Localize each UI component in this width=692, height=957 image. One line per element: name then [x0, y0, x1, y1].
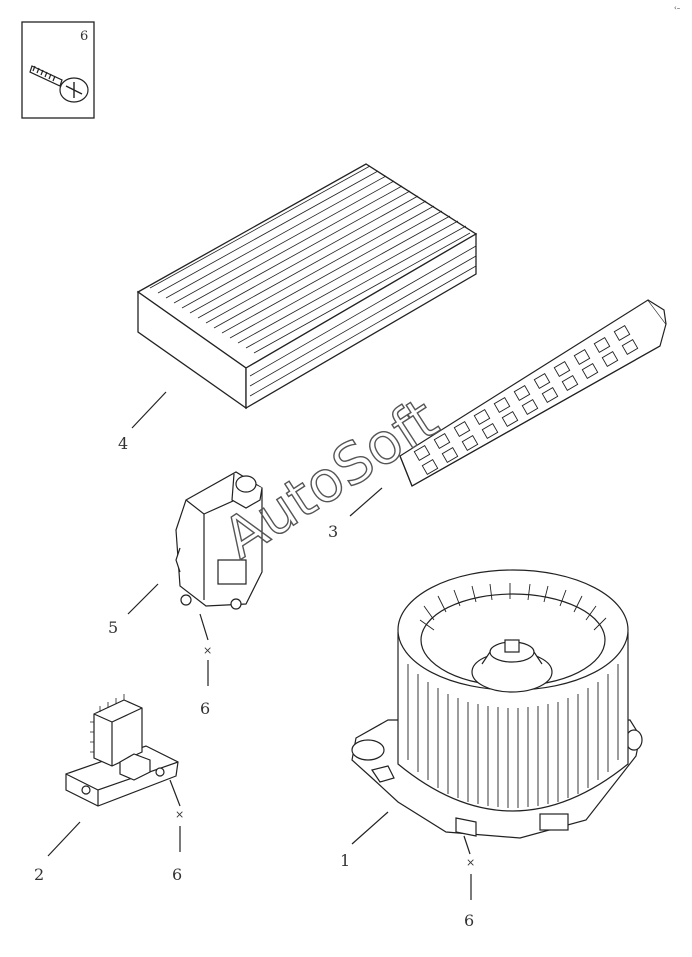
leader-line-resistor: [47, 821, 81, 857]
callout-6-blower: 6: [464, 911, 474, 930]
blower-motor-fan: [351, 569, 643, 839]
callout-2: 2: [34, 865, 44, 884]
callout-4: 4: [118, 434, 128, 453]
screw-marker-resistor: ×: [175, 808, 184, 821]
screw-marker-actuator: ×: [203, 644, 212, 657]
callout-6-actuator: 6: [200, 699, 210, 718]
callout-1: 1: [340, 851, 350, 870]
leader-line-filter: [131, 391, 167, 429]
leader-line-actuator: [127, 583, 159, 615]
screw-icon: [29, 65, 89, 103]
corner-mark: ‹–: [674, 4, 681, 12]
mode-actuator: [175, 471, 263, 610]
leader-line-screw-actuator: [199, 613, 209, 641]
filter-frame: [399, 299, 667, 487]
leader-line-screw-blower: [463, 835, 471, 855]
cabin-air-filter: [136, 163, 478, 410]
callout-3: 3: [328, 522, 338, 541]
leader-line-screw-resistor: [169, 779, 181, 807]
callout-5: 5: [108, 618, 118, 637]
inset-callout-label: 6: [80, 29, 88, 44]
screw-marker-blower: ×: [466, 856, 475, 869]
leader-line-blower: [351, 811, 389, 845]
screw-inset: 6: [21, 21, 95, 119]
blower-resistor: [65, 694, 179, 807]
callout-6-resistor: 6: [172, 865, 182, 884]
leader-line-frame: [349, 487, 383, 517]
